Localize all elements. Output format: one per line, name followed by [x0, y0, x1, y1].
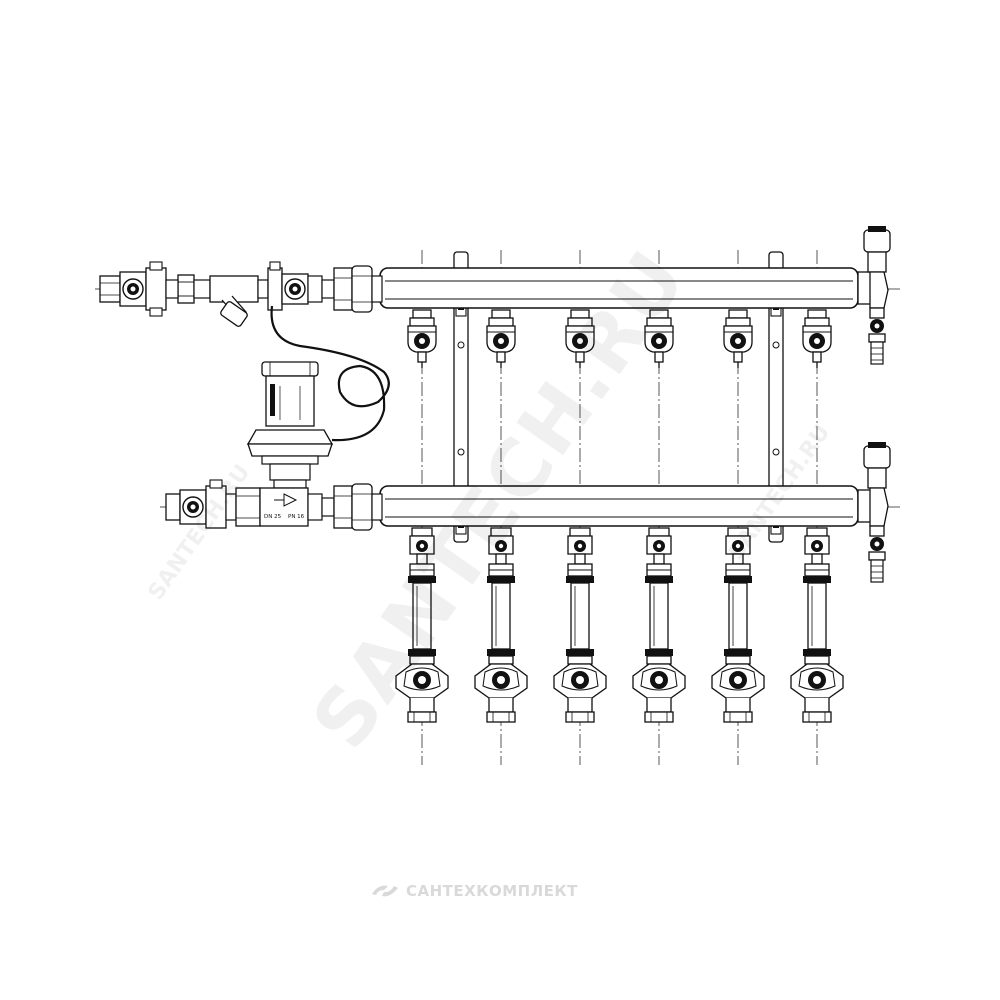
return-inlet-assembly: DN 25 PN 16 — [165, 479, 383, 531]
thermostatic-head — [246, 361, 334, 489]
sensor-capillary — [270, 305, 390, 442]
valve-pn-label: PN 16 — [288, 514, 305, 520]
supply-end-fitting — [857, 226, 891, 365]
supply-manifold-bar — [379, 267, 859, 309]
brand-logo-icon — [372, 885, 398, 897]
supply-inlet-assembly — [99, 261, 383, 327]
return-outlet-assemblies — [395, 527, 844, 723]
return-end-fitting — [857, 442, 891, 583]
return-manifold-bar — [379, 485, 859, 527]
brand-footer: САНТЕХКОМПЛЕКТ — [370, 882, 578, 900]
brand-name: САНТЕХКОМПЛЕКТ — [406, 882, 578, 900]
valve-dn-label: DN 25 — [264, 514, 282, 520]
supply-outlet-valves — [407, 309, 832, 369]
